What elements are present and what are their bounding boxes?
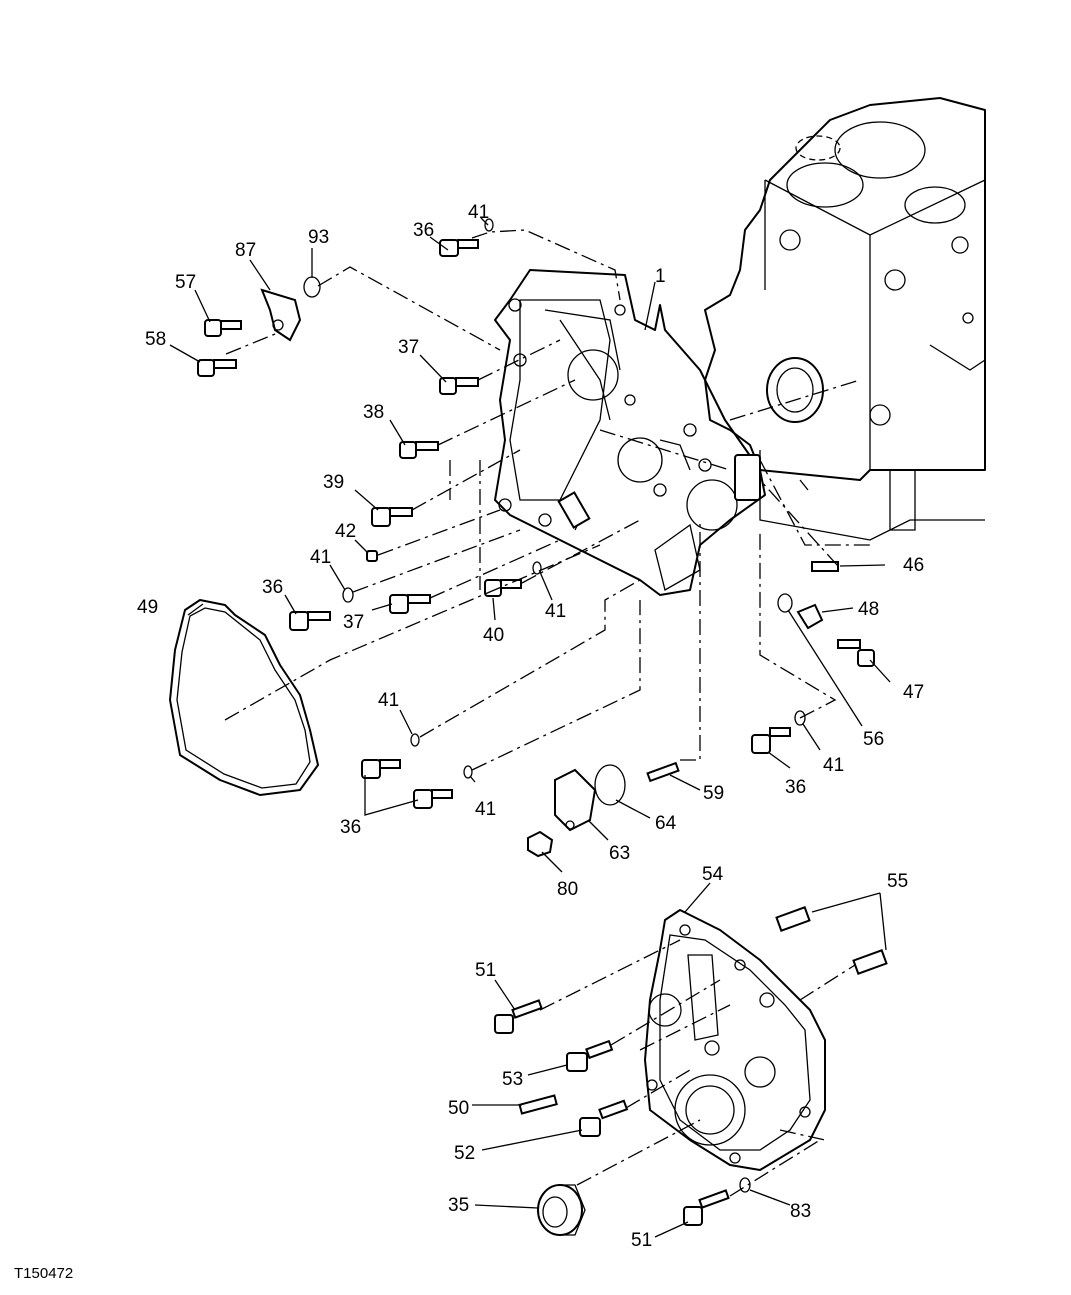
stud-59 (646, 761, 680, 783)
callout-63: 63 (609, 843, 630, 864)
stud-55-upper (775, 906, 811, 932)
callout-42: 42 (335, 521, 356, 542)
callout-41: 41 (310, 547, 331, 568)
callout-80: 80 (557, 879, 578, 900)
bolt-38 (399, 441, 439, 459)
callout-58: 58 (145, 329, 166, 350)
callout-51: 51 (631, 1230, 652, 1251)
callout-50: 50 (448, 1098, 469, 1119)
callout-40: 40 (483, 625, 504, 646)
bolt-47 (837, 639, 875, 667)
callout-57: 57 (175, 272, 196, 293)
callout-37: 37 (398, 337, 419, 358)
callout-37: 37 (343, 612, 364, 633)
bolt-37-lower (389, 594, 431, 614)
plug-42 (366, 550, 378, 562)
callout-54: 54 (702, 864, 724, 885)
bolt-36-top (439, 239, 479, 257)
front-plate (494, 269, 766, 596)
washer-41-top (484, 218, 494, 232)
callout-93: 93 (308, 227, 329, 248)
bolt-40 (484, 579, 522, 597)
callout-36: 36 (340, 817, 361, 838)
bolt-51-upper (494, 999, 543, 1034)
cap-48 (796, 603, 824, 630)
washer-41-low (463, 765, 473, 779)
bracket-87 (260, 288, 302, 342)
callout-51: 51 (475, 960, 496, 981)
callout-47: 47 (903, 682, 924, 703)
callout-41: 41 (545, 601, 566, 622)
bolt-58 (197, 359, 237, 377)
alignment-lines (224, 229, 861, 1197)
callout-83: 83 (790, 1201, 811, 1222)
callout-64: 64 (655, 813, 677, 834)
callout-36: 36 (262, 577, 283, 598)
bolt-39 (371, 507, 413, 527)
callout-49: 49 (137, 597, 158, 618)
o-ring-93 (303, 276, 321, 298)
rear-fasteners (494, 906, 888, 1226)
washer-41-left (342, 587, 354, 603)
bolt-53 (566, 1039, 614, 1072)
front-plate-gasket (169, 599, 319, 796)
callout-55: 55 (887, 871, 908, 892)
callout-56: 56 (863, 729, 884, 750)
rear-cover (644, 909, 826, 1171)
bolt-52 (579, 1099, 629, 1137)
nut-80 (527, 830, 554, 858)
callout-41: 41 (468, 202, 489, 223)
callout-41: 41 (378, 690, 399, 711)
leader-lines (169, 217, 891, 1238)
washer-41-mid (410, 733, 420, 747)
seal-35 (537, 1184, 586, 1236)
callout-35: 35 (448, 1195, 469, 1216)
fasteners (197, 218, 875, 858)
callout-41: 41 (475, 799, 496, 820)
bolt-36-right (751, 727, 791, 754)
stud-55-lower (852, 949, 888, 975)
bolt-37-upper (439, 377, 479, 395)
callout-52: 52 (454, 1143, 475, 1164)
figure-id: T150472 (14, 1265, 74, 1282)
washer-83 (739, 1177, 751, 1193)
washer-41-center (532, 561, 542, 575)
callout-1: 1 (655, 266, 666, 287)
callout-36: 36 (785, 777, 806, 798)
bolt-51-lower (683, 1189, 730, 1226)
o-ring-64 (594, 764, 626, 806)
stud-50 (518, 1094, 558, 1115)
bolt-36-lower-a (361, 759, 401, 779)
bolt-36-left (289, 611, 331, 631)
callout-53: 53 (502, 1069, 523, 1090)
callout-87: 87 (235, 240, 256, 261)
stud-46 (811, 561, 839, 572)
bolt-36-lower-b (413, 789, 453, 809)
callout-41: 41 (823, 755, 844, 776)
callout-38: 38 (363, 402, 384, 423)
callout-59: 59 (703, 783, 724, 804)
callout-48: 48 (858, 599, 879, 620)
bolt-57 (204, 319, 242, 337)
callout-46: 46 (903, 555, 924, 576)
o-ring-56 (777, 593, 793, 613)
washer-41-right (794, 710, 806, 726)
callout-39: 39 (323, 472, 344, 493)
cover-63 (554, 768, 597, 832)
callout-36: 36 (413, 220, 434, 241)
callout-labels: 1 41 36 93 87 57 58 37 38 39 42 41 36 37… (137, 202, 924, 1251)
